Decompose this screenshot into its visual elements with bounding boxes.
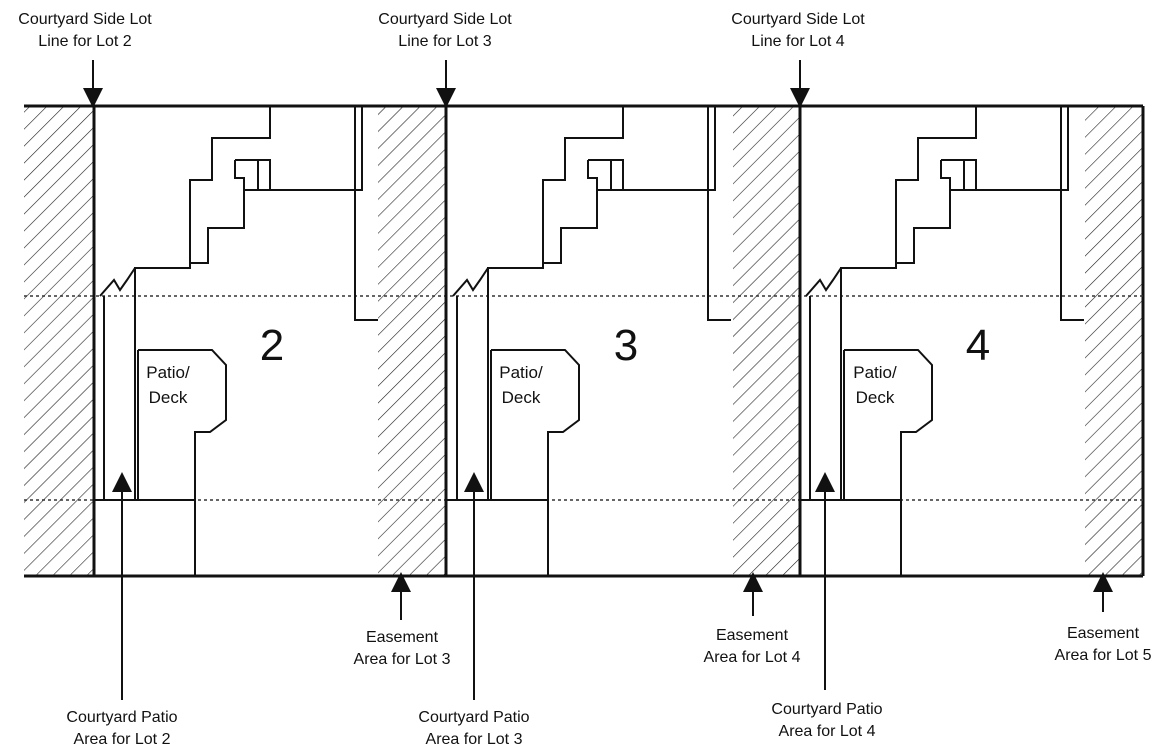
easement-strip-lot-2 bbox=[24, 106, 94, 576]
callout-easement-lot-5: Easement Area for Lot 5 bbox=[1055, 572, 1152, 664]
callout-line2: Line for Lot 3 bbox=[398, 33, 492, 50]
callout-line2: Line for Lot 4 bbox=[751, 33, 845, 50]
easement-strips bbox=[24, 106, 1143, 576]
patio-label-line1: Patio/ bbox=[499, 363, 543, 382]
callout-line2: Area for Lot 3 bbox=[426, 731, 523, 748]
patio-label-line2: Deck bbox=[856, 388, 895, 407]
callout-side-lot-line-lot-4: Courtyard Side Lot Line for Lot 4 bbox=[731, 11, 865, 108]
callout-line2: Area for Lot 4 bbox=[779, 723, 876, 740]
courtyard-patio-callouts: Courtyard Patio Area for Lot 2 Courtyard… bbox=[66, 472, 883, 748]
patio-label-line2: Deck bbox=[502, 388, 541, 407]
callout-line2: Area for Lot 4 bbox=[704, 649, 801, 666]
callout-side-lot-line-lot-3: Courtyard Side Lot Line for Lot 3 bbox=[378, 11, 512, 108]
callout-easement-lot-4: Easement Area for Lot 4 bbox=[704, 572, 801, 666]
callout-line1: Courtyard Patio bbox=[771, 701, 882, 718]
lot-4: 4 Patio/ Deck bbox=[853, 321, 990, 407]
building-footprint-lot-4 bbox=[800, 106, 1084, 576]
side-lot-line-callouts: Courtyard Side Lot Line for Lot 2 Courty… bbox=[18, 11, 865, 108]
callout-courtyard-patio-lot-2: Courtyard Patio Area for Lot 2 bbox=[66, 472, 178, 748]
patio-label-line1: Patio/ bbox=[853, 363, 897, 382]
patio-label-line1: Patio/ bbox=[146, 363, 190, 382]
callout-line2: Area for Lot 3 bbox=[354, 651, 451, 668]
easement-callouts: Easement Area for Lot 3 Easement Area fo… bbox=[354, 572, 1152, 668]
callout-line1: Courtyard Patio bbox=[66, 709, 177, 726]
callout-line2: Line for Lot 2 bbox=[38, 33, 132, 50]
callout-line2: Area for Lot 2 bbox=[74, 731, 171, 748]
callout-line1: Easement bbox=[1067, 625, 1140, 642]
callout-line1: Courtyard Side Lot bbox=[731, 11, 865, 28]
callout-easement-lot-3: Easement Area for Lot 3 bbox=[354, 572, 451, 668]
lot-number: 4 bbox=[966, 321, 990, 370]
site-boundary bbox=[24, 104, 1145, 578]
building-footprints bbox=[94, 106, 1084, 576]
callout-courtyard-patio-lot-3: Courtyard Patio Area for Lot 3 bbox=[418, 472, 530, 748]
callout-line1: Courtyard Side Lot bbox=[18, 11, 152, 28]
callout-line2: Area for Lot 5 bbox=[1055, 647, 1152, 664]
callout-line1: Easement bbox=[716, 627, 789, 644]
building-footprint-lot-3 bbox=[447, 106, 731, 576]
easement-strip-lot-3 bbox=[378, 106, 446, 576]
easement-strip-lot-5 bbox=[1085, 106, 1143, 576]
lot-number: 3 bbox=[614, 321, 638, 370]
callout-line1: Courtyard Side Lot bbox=[378, 11, 512, 28]
building-footprint-lot-2 bbox=[94, 106, 378, 576]
callout-side-lot-line-lot-2: Courtyard Side Lot Line for Lot 2 bbox=[18, 11, 152, 108]
patio-label-line2: Deck bbox=[149, 388, 188, 407]
lot-3: 3 Patio/ Deck bbox=[499, 321, 638, 407]
easement-strip-lot-4 bbox=[733, 106, 800, 576]
callout-courtyard-patio-lot-4: Courtyard Patio Area for Lot 4 bbox=[771, 472, 883, 740]
callout-line1: Easement bbox=[366, 629, 439, 646]
callout-line1: Courtyard Patio bbox=[418, 709, 529, 726]
side-lot-lines bbox=[92, 106, 802, 576]
lot-2: 2 Patio/ Deck bbox=[146, 321, 284, 407]
lot-number: 2 bbox=[260, 321, 284, 370]
